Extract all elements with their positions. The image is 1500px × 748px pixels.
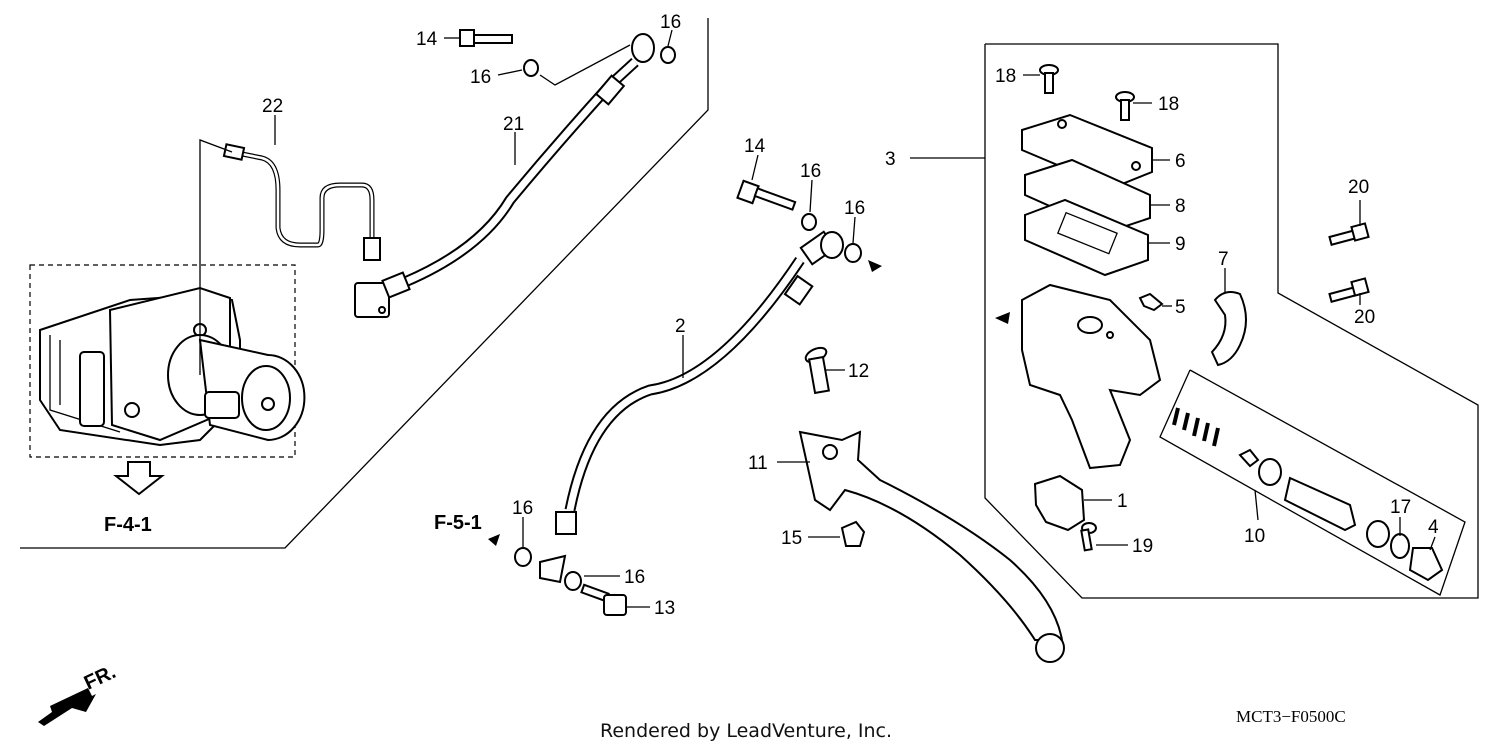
banjo-bolt-upper (459, 29, 513, 47)
master-cylinder-outline (984, 43, 1479, 599)
front-arrow-icon (38, 688, 96, 726)
brake-hose-upper (354, 33, 655, 318)
callout-lever-holder[interactable]: 7 (1218, 249, 1229, 270)
callout-sealing-washer[interactable]: 16 (800, 161, 821, 182)
ref-hose-connection[interactable]: F-5-1 (434, 512, 482, 534)
sealing-washer (801, 213, 817, 231)
callout-diaphragm-plate[interactable]: 8 (1175, 196, 1186, 217)
callout-diaphragm[interactable]: 9 (1175, 234, 1186, 255)
callout-switch-screw[interactable]: 19 (1132, 536, 1153, 557)
sealing-washer (844, 243, 862, 263)
section-divider-left (20, 18, 709, 549)
callout-brake-hose-upper[interactable]: 21 (503, 114, 524, 135)
ref-abs-modulator[interactable]: F-4-1 (104, 514, 152, 536)
direction-arrow-icon (995, 312, 1010, 324)
brake-hose-lower (539, 230, 844, 584)
callout-sealing-washer[interactable]: 16 (512, 498, 533, 519)
callout-brake-pipe[interactable]: 22 (262, 96, 283, 117)
callout-pivot-nut[interactable]: 15 (781, 528, 802, 549)
callout-banjo-bolt[interactable]: 13 (654, 598, 675, 619)
holder-bolt (1328, 277, 1370, 303)
callout-boot[interactable]: 17 (1390, 497, 1411, 518)
callout-reservoir-screw[interactable]: 18 (1158, 94, 1179, 115)
sealing-washer (514, 547, 532, 567)
retaining-clip (1138, 292, 1164, 312)
reservoir-screw (1115, 91, 1135, 121)
callout-brake-light-switch[interactable]: 1 (1117, 491, 1128, 512)
callout-sealing-washer[interactable]: 16 (624, 567, 645, 588)
sealing-washer (564, 571, 582, 591)
diaphragm-plate (1024, 158, 1151, 234)
lever-holder (1210, 291, 1247, 367)
master-cylinder-body (1021, 283, 1162, 470)
callout-retaining-clip[interactable]: 5 (1175, 297, 1186, 318)
holder-bolt (1328, 222, 1370, 246)
master-cylinder-piston-kit (1172, 407, 1444, 582)
abs-modulator-box (29, 264, 296, 458)
direction-arrow-icon (868, 260, 882, 272)
callout-sealing-washer[interactable]: 16 (470, 67, 491, 88)
direction-arrow-icon (488, 534, 500, 546)
abs-modulator (39, 286, 306, 447)
callout-sealing-washer[interactable]: 16 (844, 198, 865, 219)
callout-pivot-bolt[interactable]: 12 (848, 361, 869, 382)
diagram-code: MCT3−F0500C (1236, 707, 1346, 726)
callout-pushrod[interactable]: 4 (1428, 517, 1439, 538)
callout-piston-kit[interactable]: 10 (1244, 526, 1265, 547)
callout-reservoir-cap[interactable]: 6 (1175, 151, 1186, 172)
callout-holder-bolt[interactable]: 20 (1348, 177, 1369, 198)
banjo-bolt-right (736, 179, 797, 211)
switch-screw (1080, 522, 1097, 552)
sealing-washer (523, 59, 539, 77)
callout-brake-hose-lower[interactable]: 2 (675, 316, 686, 337)
callout-sealing-washer[interactable]: 16 (660, 12, 681, 33)
callout-reservoir-screw[interactable]: 18 (995, 66, 1016, 87)
callout-banjo-bolt[interactable]: 14 (416, 29, 438, 50)
outline-arrow-down-icon (113, 461, 165, 496)
diaphragm (1024, 198, 1149, 277)
brake-light-switch (1033, 474, 1086, 532)
callout-banjo-bolt[interactable]: 14 (744, 136, 766, 157)
brake-pipe (222, 143, 381, 261)
credit-text: Rendered by LeadVenture, Inc. (600, 720, 892, 742)
banjo-bolt-lower (580, 583, 627, 616)
callout-holder-bolt[interactable]: 20 (1354, 307, 1375, 328)
piston-kit-outline (1159, 369, 1466, 596)
pivot-nut (840, 520, 866, 547)
callout-brake-lever[interactable]: 11 (748, 453, 768, 474)
pivot-bolt (804, 346, 831, 395)
sealing-washer (660, 46, 676, 64)
reservoir-screw (1039, 64, 1059, 94)
callout-master-cylinder[interactable]: 3 (885, 149, 896, 170)
reservoir-cap (1021, 113, 1153, 190)
